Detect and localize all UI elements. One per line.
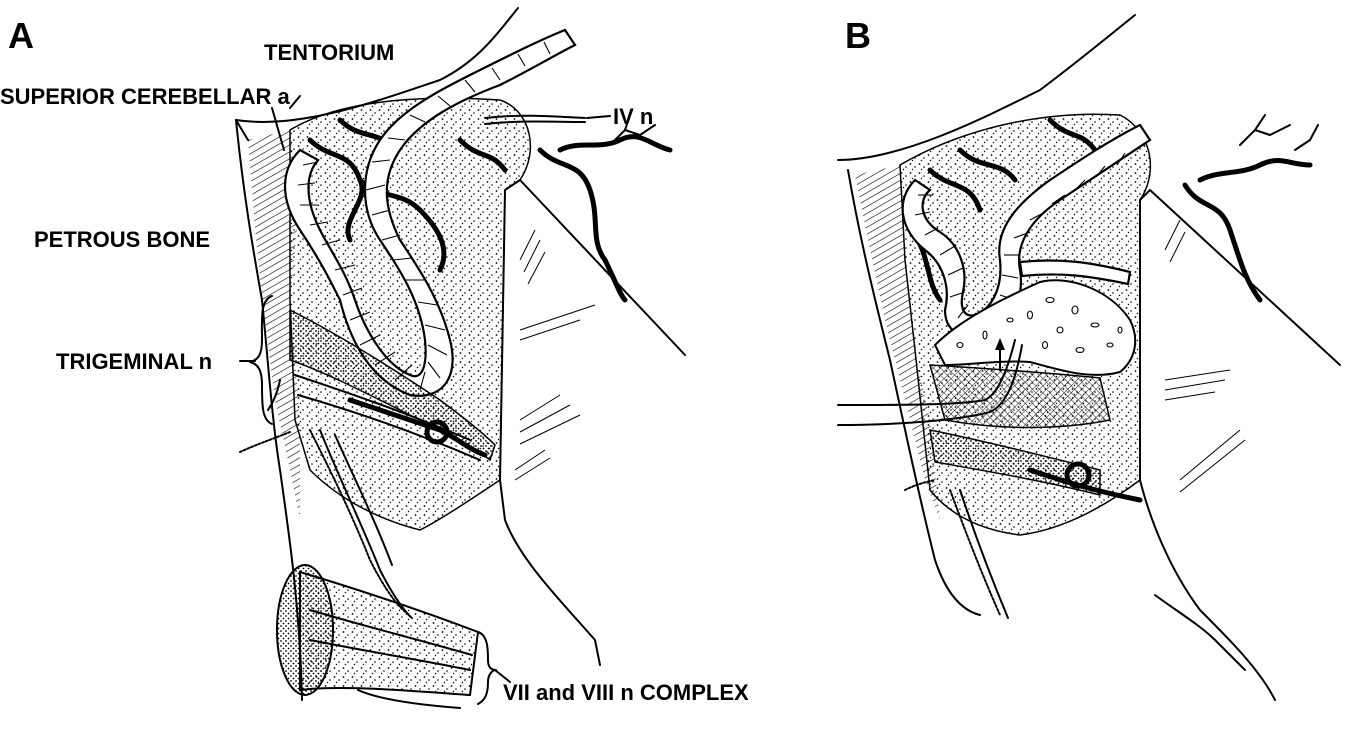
artist-signature-b xyxy=(1154,594,1246,671)
superior-cerebellar-artery-b xyxy=(901,123,1152,338)
dissector-instrument xyxy=(837,339,1016,406)
vii-viii-bracket xyxy=(477,631,497,705)
right-branches-a xyxy=(537,114,673,303)
panel-b-letter: B xyxy=(845,15,871,56)
petrous-bone-hatching-b xyxy=(855,165,940,520)
panel-a: A xyxy=(0,7,749,709)
panel-b: B xyxy=(837,14,1341,701)
label-iv-n: IV n xyxy=(613,104,653,129)
cavity-speckles xyxy=(956,296,1123,354)
vii-viii-complex xyxy=(276,564,480,709)
label-petrous-bone: PETROUS BONE xyxy=(34,227,210,252)
panel-a-letter: A xyxy=(8,15,34,56)
tissue-crosshatch-b xyxy=(929,364,1111,429)
petrous-bone-outline-b xyxy=(847,169,981,616)
leader-sca xyxy=(271,107,285,151)
cerebellar-surface xyxy=(289,97,532,531)
label-tentorium: TENTORIUM xyxy=(264,40,394,65)
label-vii-viii: VII and VIII n COMPLEX xyxy=(503,680,749,705)
wedge-shading xyxy=(514,229,596,481)
brainstem-wedge xyxy=(499,179,686,666)
petrous-bone-hatching xyxy=(248,130,300,520)
iv-nerve xyxy=(484,114,586,119)
leader-vii-viii xyxy=(494,669,511,683)
wedge-shading-b xyxy=(1164,219,1246,493)
vessel-loop-a xyxy=(424,419,450,445)
leader-tentorium xyxy=(289,95,301,109)
vessel-loop-b xyxy=(1064,461,1092,489)
lower-rootlets-b xyxy=(904,479,1009,619)
resection-cavity xyxy=(933,279,1137,376)
brainstem-wedge-b xyxy=(1139,189,1341,701)
leader-iv xyxy=(586,115,611,119)
right-branches-b xyxy=(1182,114,1319,303)
tentorium-edge xyxy=(235,7,519,123)
label-superior-cerebellar: SUPERIOR CEREBELLAR a xyxy=(0,84,290,109)
tentorium-edge-b xyxy=(837,14,1136,161)
label-trigeminal: TRIGEMINAL n xyxy=(56,349,212,374)
